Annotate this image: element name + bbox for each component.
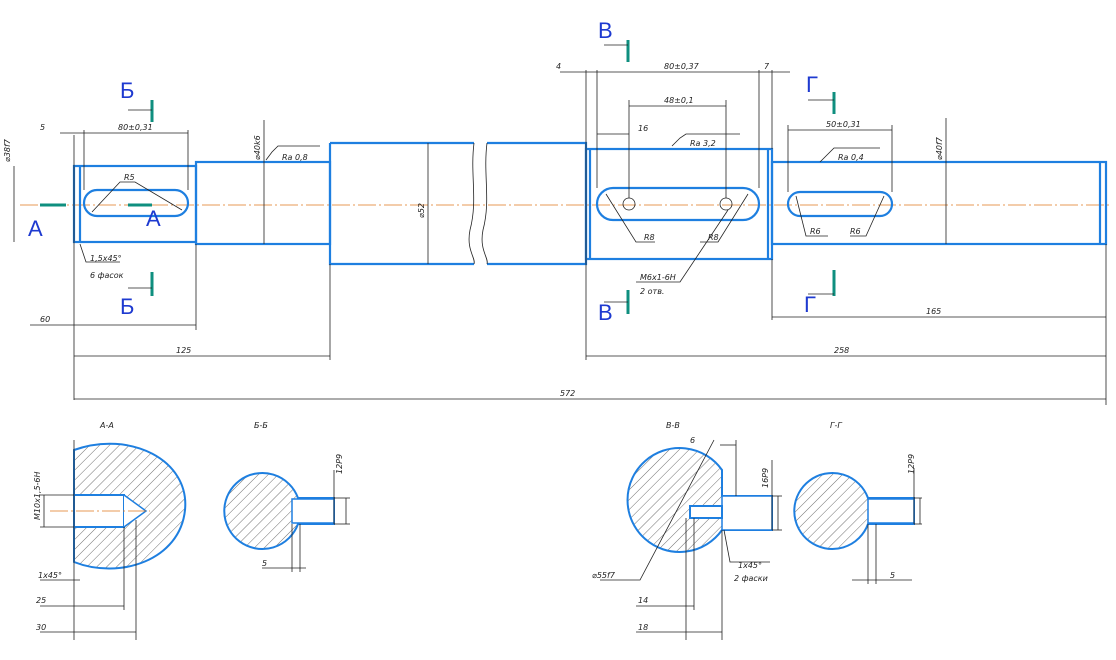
aa-30: 30	[36, 623, 46, 632]
dim-d40b: ⌀40f7	[935, 136, 944, 160]
dim-7: 7	[764, 62, 770, 71]
aa-thread: M10х1,5-6Н	[33, 471, 42, 520]
shaft-main-view	[13, 70, 1112, 405]
bb-height: 12Р9	[335, 454, 344, 474]
vv-18: 18	[638, 623, 648, 632]
dim-4: 4	[556, 62, 561, 71]
dim-572: 572	[560, 389, 575, 398]
vv-chamfer: 1х45°	[738, 561, 762, 570]
section-letter-b-top: Б	[120, 78, 134, 103]
dim-60: 60	[40, 315, 50, 324]
dim-80a: 80±0,31	[118, 123, 153, 132]
dim-48: 48±0,1	[664, 96, 694, 105]
dim-ra32: Ra 3,2	[690, 139, 716, 148]
dim-r8a: R8	[644, 233, 655, 242]
section-letters: A A Б Б В В Г Г	[28, 18, 818, 325]
section-letter-g-top: Г	[806, 72, 818, 97]
dim-r5: R5	[124, 173, 135, 182]
dim-d40: ⌀40k6	[253, 135, 262, 160]
dim-165: 165	[926, 307, 941, 316]
vv-chamfer-count: 2 фаски	[734, 574, 768, 583]
gg-height: 12Р9	[907, 454, 916, 474]
section-letter-v-top: В	[598, 18, 613, 43]
section-letter-v-bottom: В	[598, 300, 613, 325]
section-letter-a-right: A	[146, 206, 161, 231]
vv-height: 16Р9	[761, 468, 770, 488]
bb-5: 5	[262, 559, 267, 568]
section-title-bb: Б-Б	[254, 421, 268, 430]
section-gg: Г-Г 12Р9 5	[793, 421, 922, 584]
dim-5: 5	[40, 123, 45, 132]
dim-ra08: Ra 0,8	[282, 153, 308, 162]
section-letter-g-bottom: Г	[804, 292, 816, 317]
vv-diameter: ⌀55f7	[592, 571, 616, 580]
dim-d38: ⌀38f7	[3, 138, 12, 162]
vv-6: 6	[690, 436, 695, 445]
aa-25: 25	[36, 596, 46, 605]
dim-80b: 80±0,37	[664, 62, 700, 71]
section-aa: A-A M10х1,5-6Н 1х45° 25 30	[33, 421, 187, 640]
section-letter-b-bottom: Б	[120, 294, 134, 319]
section-letter-a-left: A	[28, 216, 43, 241]
dim-chamfer-count: 6 фасок	[90, 271, 124, 280]
section-title-gg: Г-Г	[830, 421, 842, 430]
dim-chamfer: 1,5х45°	[90, 254, 122, 263]
aa-chamfer: 1х45°	[38, 571, 62, 580]
dim-thread-count: 2 отв.	[640, 287, 664, 296]
dim-ra04: Ra 0,4	[838, 153, 864, 162]
section-title-vv: В-В	[666, 421, 680, 430]
dim-r6b: R6	[850, 227, 861, 236]
dim-125: 125	[176, 346, 191, 355]
dim-258: 258	[834, 346, 849, 355]
dim-thread: M6х1-6Н	[640, 273, 676, 282]
dim-r6a: R6	[810, 227, 821, 236]
main-dimensions: ⌀38f7 ⌀40k6 ⌀52 ⌀40f7 80±0,31 80±0,37 48…	[3, 62, 944, 398]
dim-16: 16	[638, 124, 648, 133]
section-bb: Б-Б 12Р9 5	[223, 421, 350, 572]
dim-r8b: R8	[708, 233, 719, 242]
vv-14: 14	[638, 596, 648, 605]
dim-d52: ⌀52	[417, 203, 426, 218]
section-title-aa: A-A	[99, 421, 114, 430]
section-vv: В-В 6 16Р9 ⌀55f7 14 18 1х45° 2 фаски	[592, 421, 782, 640]
dim-50: 50±0,31	[826, 120, 861, 129]
section-markers	[40, 40, 836, 314]
gg-5: 5	[890, 571, 895, 580]
